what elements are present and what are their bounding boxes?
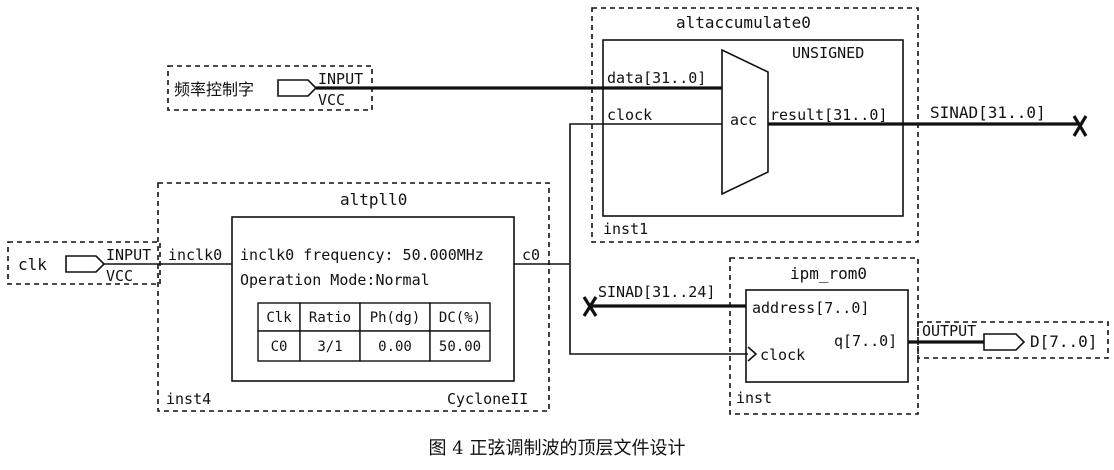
accumulator-block[interactable]: altaccumulate0 UNSIGNED data[31..0] cloc…: [591, 7, 919, 243]
pll-table-cell: [359, 330, 431, 362]
pll-table-value: 0.00: [378, 339, 412, 355]
pll-operation-mode: Operation Mode:Normal: [240, 271, 430, 289]
pll-table-cell: [299, 330, 361, 362]
pll-frequency: inclk0 frequency: 50.000MHz: [240, 246, 484, 264]
input-pin-icon: [65, 255, 106, 273]
clk-input-pin-frame: [7, 241, 161, 285]
clk-input-pin[interactable]: clk INPUT VCC: [7, 241, 161, 285]
figure-caption: 图 4 正弦调制波的顶层文件设计: [429, 438, 686, 459]
rom-clock-wire: [569, 264, 748, 355]
bus-end-x-icon: [1072, 115, 1088, 137]
pll-table-cell: [257, 330, 301, 362]
bus-end-x-icon: [582, 296, 598, 317]
pll-instance: inst4: [166, 390, 211, 408]
output-pin-type: OUTPUT: [922, 322, 976, 340]
net-label-sinad-slice: SINAD[31..24]: [598, 283, 715, 301]
output-pin-icon: [983, 333, 1026, 351]
rom-block-frame: [729, 257, 919, 415]
pll-table-header-cell: [429, 302, 491, 332]
accumulator-port-result: result[31..0]: [770, 106, 887, 124]
freq-input-pin[interactable]: 频率控制字 INPUT VCC: [167, 65, 373, 111]
accumulator-port-data: data[31..0]: [607, 69, 706, 87]
pll-device: CycloneII: [447, 390, 528, 408]
freq-input-pin-type: INPUT: [318, 70, 363, 88]
rom-instance: inst: [736, 389, 772, 407]
clock-edge-icon: [747, 346, 758, 362]
accumulator-core-shape: [721, 48, 769, 196]
pll-block[interactable]: altpll0 inclk0 inclk0 frequency: 50.000M…: [157, 182, 550, 412]
accumulator-instance: inst1: [603, 220, 648, 238]
pll-clock-table: Clk Ratio Ph(dg) DC(%) C0 3/1 0.00 50.00: [257, 302, 491, 362]
rom-port-clock: clock: [760, 346, 805, 364]
pll-table-value: C0: [271, 339, 288, 355]
accumulator-core-label: acc: [730, 111, 757, 129]
connections: [104, 86, 1080, 355]
accumulator-port-clock: clock: [607, 106, 652, 124]
clk-input-pin-name: clk: [18, 255, 47, 274]
pll-port-out: c0: [522, 246, 540, 264]
pll-table-header: Clk: [266, 310, 292, 326]
output-pin-frame: [917, 321, 1109, 359]
output-pin-name: D[7..0]: [1030, 332, 1097, 351]
freq-input-pin-default: VCC: [318, 91, 345, 109]
rom-symbol: [745, 289, 909, 383]
pll-table-value: 50.00: [439, 339, 481, 355]
clk-input-pin-type: INPUT: [106, 246, 151, 264]
accumulator-mode: UNSIGNED: [792, 44, 864, 62]
net-label-sinad-full: SINAD[31..0]: [930, 103, 1046, 122]
pll-block-frame: [157, 182, 550, 412]
clk-input-pin-default: VCC: [106, 267, 133, 285]
freq-input-pin-name: 频率控制字: [174, 80, 254, 99]
rom-block[interactable]: ipm_rom0 address[7..0] clock q[7..0] ins…: [729, 257, 919, 415]
pll-port-in: inclk0: [168, 246, 222, 264]
rom-block-name: ipm_rom0: [790, 264, 867, 283]
accumulator-block-name: altaccumulate0: [676, 13, 811, 32]
output-pin[interactable]: OUTPUT D[7..0]: [917, 321, 1109, 359]
pll-table-header: Ph(dg): [370, 310, 421, 326]
pll-table-cell: [429, 330, 491, 362]
pll-table-header-cell: [359, 302, 431, 332]
input-pin-icon: [277, 79, 318, 97]
pll-block-name: altpll0: [340, 190, 407, 209]
pll-table-header: DC(%): [439, 310, 481, 326]
pll-table-header-cell: [257, 302, 301, 332]
acc-clock-wire: [569, 123, 722, 264]
pll-table-value: 3/1: [317, 339, 342, 355]
rom-port-q: q[7..0]: [834, 332, 897, 350]
pll-table-header: Ratio: [309, 310, 351, 326]
rom-port-address: address[7..0]: [752, 299, 869, 317]
